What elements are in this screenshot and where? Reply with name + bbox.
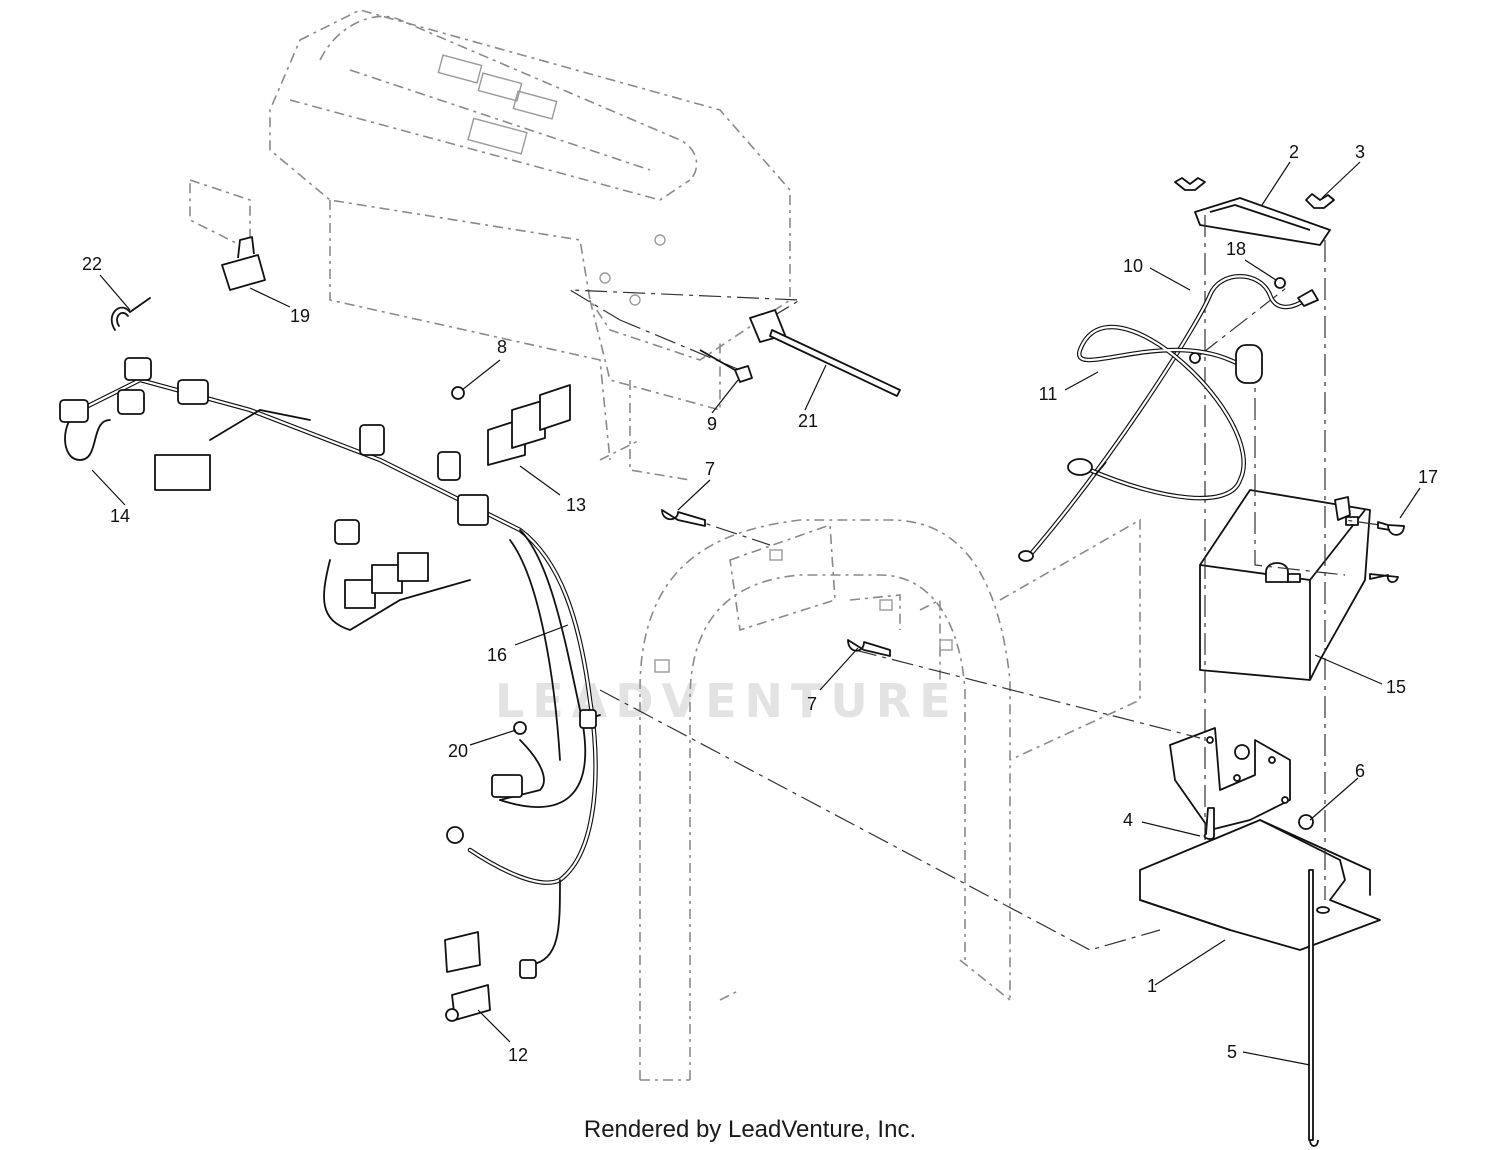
clip-19 [221, 236, 266, 291]
dash-console-ghost [189, 9, 791, 481]
bolt-17-upper [1377, 521, 1405, 536]
battery-cables [1018, 274, 1319, 562]
rops-frame-ghost [639, 518, 1141, 1081]
cable-tie-21 [749, 309, 901, 397]
bolt-4 [1203, 807, 1215, 840]
relay-bank [487, 384, 571, 466]
relay-connector-a [344, 579, 376, 609]
relay-connector-b [371, 564, 403, 594]
wiring-harness [59, 357, 601, 966]
callout-5: 5 [1227, 1042, 1237, 1062]
callout-13: 13 [566, 495, 586, 515]
callout-15: 15 [1386, 677, 1406, 697]
callout-22: 22 [82, 254, 102, 274]
nut-6a [1234, 744, 1250, 760]
callout-6: 6 [1355, 761, 1365, 781]
callout-14: 14 [110, 506, 130, 526]
bolt-9 [699, 349, 753, 383]
callout-7-upper: 7 [705, 459, 715, 479]
terminal-boot [1235, 344, 1263, 384]
bolt-7-upper [661, 509, 706, 527]
connector-block-a [154, 454, 211, 491]
fasteners [451, 277, 1405, 1147]
callout-4: 4 [1123, 810, 1133, 830]
nut-18b [1189, 352, 1201, 364]
callout-10: 10 [1123, 256, 1143, 276]
watermark-text: LEADVENTURE [495, 674, 959, 728]
leader-lines [91, 161, 1421, 1066]
callout-1: 1 [1147, 976, 1157, 996]
nut-18 [1274, 277, 1286, 289]
render-credit: Rendered by LeadVenture, Inc. [583, 1116, 917, 1143]
callout-9: 9 [707, 414, 717, 434]
callout-11: 11 [1039, 384, 1058, 404]
seat-switch [444, 931, 537, 1022]
battery [1199, 489, 1371, 681]
callout-7-lower: 7 [807, 694, 817, 714]
callout-3: 3 [1355, 142, 1365, 162]
battery-tray [1139, 727, 1381, 951]
alignment-lines [569, 215, 1381, 951]
nut-6 [1298, 814, 1314, 830]
callouts: 1 2 3 4 5 6 7 7 8 9 10 11 12 13 14 15 16… [82, 142, 1438, 1065]
callout-16: 16 [487, 645, 507, 665]
relay-connector-c [397, 552, 429, 582]
callout-18: 18 [1226, 239, 1246, 259]
harness-connector-20 [491, 774, 523, 798]
bolt-17-lower [1369, 573, 1399, 583]
callout-19: 19 [290, 306, 310, 326]
callout-20: 20 [448, 741, 468, 761]
cable-tie-22 [110, 297, 151, 331]
callout-8: 8 [497, 337, 507, 357]
bolt-7-lower [847, 639, 891, 657]
callout-2: 2 [1289, 142, 1299, 162]
nut-8 [451, 386, 465, 400]
battery-hold-down [1174, 177, 1335, 246]
callout-17: 17 [1418, 467, 1438, 487]
callout-12: 12 [508, 1045, 528, 1065]
callout-21: 21 [798, 411, 818, 431]
